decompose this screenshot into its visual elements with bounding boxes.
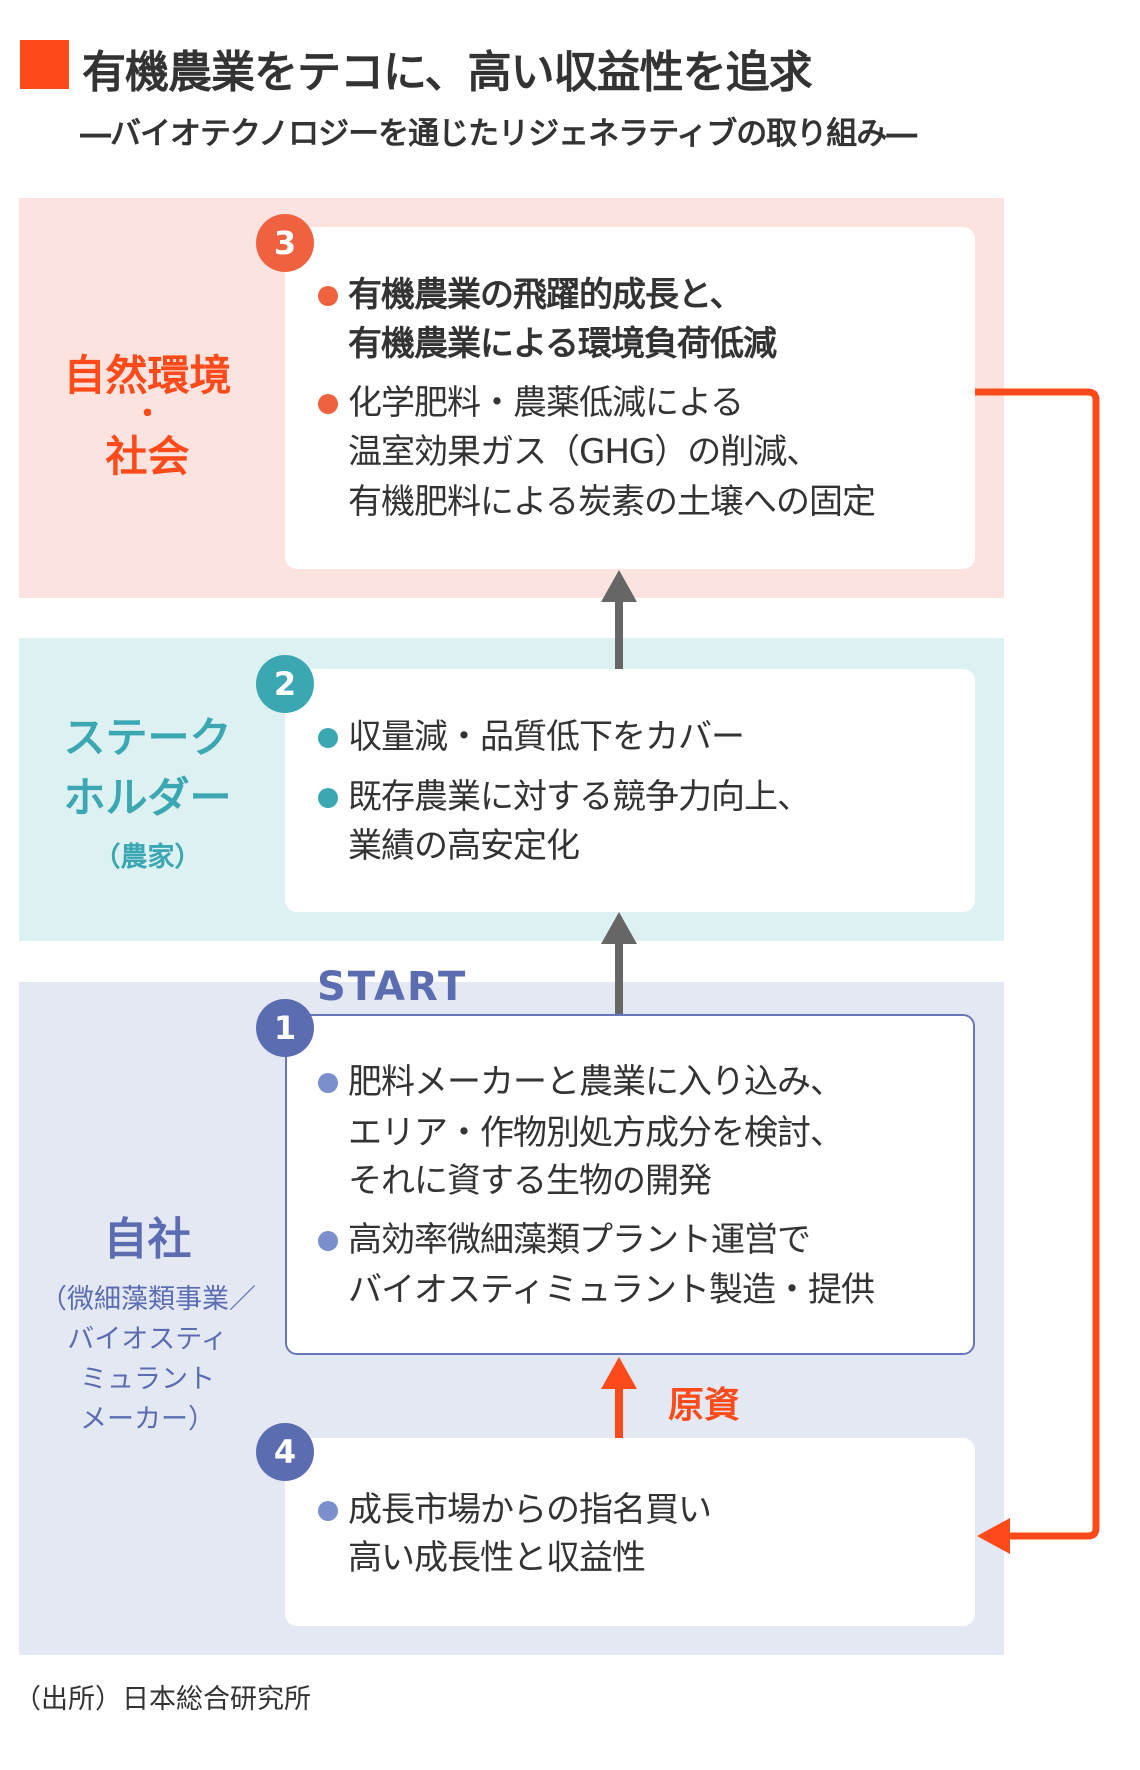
label-company-sub-4: メーカー）	[80, 1404, 215, 1435]
badge-3: 3	[256, 214, 314, 272]
title-marker	[20, 40, 69, 89]
label-nature: 自然環境	[63, 351, 232, 400]
badge-2: 2	[256, 655, 314, 713]
card3-line-1: 有機農業の飛躍的成長と、	[348, 275, 744, 315]
label-company: 自社	[103, 1214, 192, 1265]
label-company-sub-2: バイオスティ	[67, 1324, 228, 1355]
card3-line-5: 有機肥料による炭素の土壌への固定	[348, 482, 876, 522]
bullet-icon	[318, 788, 338, 808]
start-label: START	[317, 964, 468, 1010]
bullet-icon	[318, 394, 338, 414]
label-stakeholder-2: ホルダー	[63, 773, 232, 822]
card1-line-3: それに資する生物の開発	[348, 1161, 712, 1201]
bullet-icon	[318, 1231, 338, 1251]
card2-line-2: 既存農業に対する競争力向上、	[348, 777, 811, 817]
label-nature-dot: ・	[132, 397, 163, 432]
card3-line-2: 有機農業による環境負荷低減	[348, 324, 777, 364]
arrow-2-to-3	[601, 570, 637, 669]
page-title: 有機農業をテコに、高い収益性を追求	[82, 47, 813, 98]
card-company	[285, 1014, 975, 1355]
card2-line-3: 業績の高安定化	[348, 826, 580, 866]
label-society: 社会	[105, 432, 190, 481]
card3-line-4: 温室効果ガス（GHG）の削減、	[348, 432, 820, 472]
card2-line-1: 収量減・品質低下をカバー	[348, 717, 745, 757]
card4-line-1: 成長市場からの指名買い	[348, 1490, 712, 1530]
funding-label: 原資	[668, 1385, 741, 1426]
arrow-4-to-1-funding	[601, 1357, 637, 1438]
bullet-icon	[318, 1073, 338, 1093]
source-note: （出所）日本総合研究所	[14, 1684, 311, 1715]
card-market	[285, 1438, 975, 1626]
card3-line-3: 化学肥料・農薬低減による	[348, 383, 744, 423]
card1-line-4: 高効率微細藻類プラント運営で	[348, 1220, 811, 1260]
label-company-sub-3: ミュラント	[80, 1364, 215, 1395]
card4-line-2: 高い成長性と収益性	[348, 1538, 646, 1578]
card1-line-5: バイオスティミュラント製造・提供	[348, 1270, 875, 1310]
card-nature-society	[285, 227, 975, 569]
label-company-sub-1: （微細藻類事業／	[40, 1284, 256, 1315]
arrow-1-to-2	[601, 912, 637, 1014]
bullet-icon	[318, 728, 338, 748]
label-farmer: （農家）	[93, 842, 202, 873]
card1-line-1: 肥料メーカーと農業に入り込み、	[348, 1062, 844, 1102]
label-stakeholder-1: ステーク	[63, 713, 232, 762]
card1-line-2: エリア・作物別処方成分を検討、	[348, 1113, 844, 1153]
page-subtitle: ―バイオテクノロジーを通じたリジェネラティブの取り組み―	[80, 116, 917, 152]
bullet-icon	[318, 286, 338, 306]
arrow-3-to-4-loop	[975, 388, 1100, 1554]
bullet-icon	[318, 1501, 338, 1521]
card-stakeholder	[285, 669, 975, 912]
badge-4: 4	[256, 1423, 314, 1481]
badge-1: 1	[256, 999, 314, 1057]
